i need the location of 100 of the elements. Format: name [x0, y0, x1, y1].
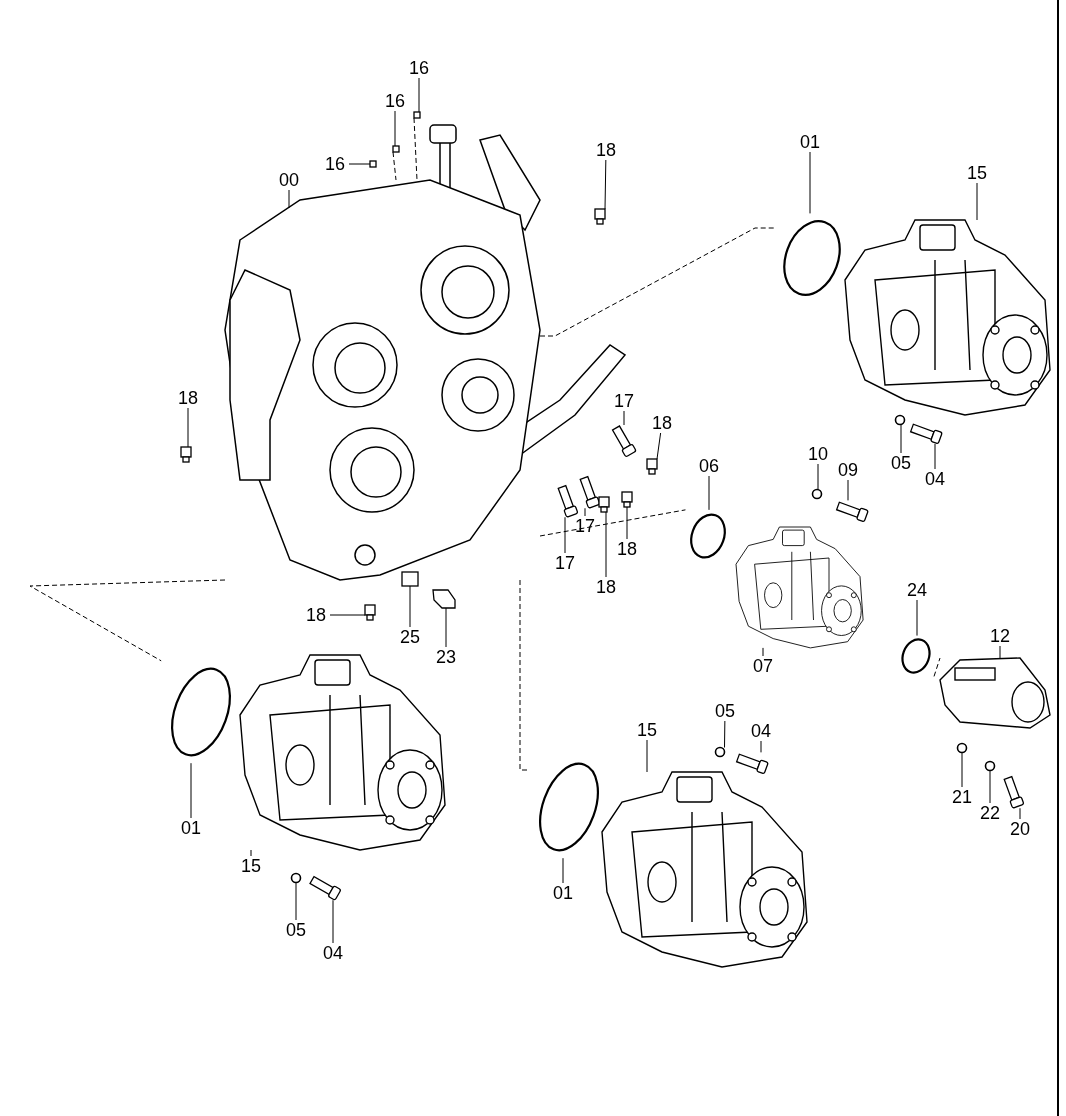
leader-line: [394, 110, 396, 147]
leader-line: [539, 227, 776, 337]
leader-line: [989, 770, 991, 804]
leader-line: [623, 410, 625, 426]
leader-line: [847, 479, 849, 501]
leader-line: [656, 432, 662, 460]
callout-number: 07: [749, 656, 777, 676]
hydraulic-pump-drawing: [735, 526, 864, 649]
o-ring-drawing: [901, 638, 931, 674]
leader-line: [916, 599, 918, 637]
callout-number: 17: [571, 516, 599, 536]
bolt-drawing: [579, 475, 601, 509]
washer-drawing: [956, 742, 968, 754]
o-ring-drawing: [171, 667, 231, 757]
bolt-drawing: [735, 753, 769, 775]
leader-line: [762, 647, 764, 657]
leader-line: [584, 507, 586, 517]
callout-number: 17: [610, 391, 638, 411]
callout-number: 18: [302, 605, 330, 625]
callout-number: 16: [405, 58, 433, 78]
leader-line: [250, 849, 252, 857]
leader-line: [562, 857, 564, 884]
fitting-drawing: [180, 446, 192, 463]
plug-drawing: [413, 111, 421, 119]
plug-drawing: [392, 145, 400, 153]
callout-number: 01: [796, 132, 824, 152]
leader-line: [392, 151, 397, 181]
bolt-drawing: [835, 501, 869, 523]
o-ring-drawing: [783, 220, 841, 296]
leader-line: [646, 739, 648, 773]
leader-line: [605, 511, 607, 578]
callout-number: 17: [551, 553, 579, 573]
leader-line: [817, 463, 819, 490]
leader-line: [564, 516, 566, 554]
callout-number: 05: [887, 453, 915, 473]
leader-line: [190, 762, 192, 819]
washer-drawing: [290, 872, 302, 884]
washer-drawing: [984, 760, 996, 772]
bolt-drawing: [1003, 775, 1025, 809]
leader-line: [708, 475, 710, 511]
fitting-drawing: [364, 604, 376, 621]
callout-number: 24: [903, 580, 931, 600]
fitting-drawing: [598, 496, 610, 513]
callout-number: 23: [432, 647, 460, 667]
plug-drawing: [369, 160, 377, 168]
callout-number: 15: [633, 720, 661, 740]
leader-line: [329, 614, 366, 616]
bolt-drawing: [611, 425, 637, 458]
leader-line: [604, 159, 607, 210]
leader-line: [1019, 807, 1021, 820]
leader-line: [413, 117, 418, 181]
callout-number: 22: [976, 803, 1004, 823]
hydraulic-pump-drawing: [601, 771, 808, 968]
callout-number: 18: [613, 539, 641, 559]
callout-number: 18: [592, 140, 620, 160]
washer-drawing: [894, 414, 906, 426]
callout-number: 15: [237, 856, 265, 876]
callout-number: 20: [1006, 819, 1034, 839]
leader-line: [348, 163, 371, 165]
callout-number: 04: [319, 943, 347, 963]
callout-number: 01: [549, 883, 577, 903]
elbow-fitting-drawing: [432, 589, 456, 609]
leader-line: [933, 657, 941, 677]
callout-number: 18: [174, 388, 202, 408]
callout-number: 18: [592, 577, 620, 597]
callout-number: 16: [381, 91, 409, 111]
bolt-drawing: [309, 875, 342, 901]
callout-number: 09: [834, 460, 862, 480]
hydraulic-pump-drawing: [844, 219, 1051, 416]
callout-number: 25: [396, 627, 424, 647]
leader-line: [626, 506, 628, 540]
washer-drawing: [811, 488, 823, 500]
callout-number: 15: [963, 163, 991, 183]
leader-line: [724, 720, 726, 748]
plug-drawing: [401, 571, 419, 587]
leader-line: [288, 189, 290, 209]
callout-number: 04: [921, 469, 949, 489]
leader-line: [999, 645, 1001, 659]
callout-number: 21: [948, 787, 976, 807]
leader-line: [809, 151, 811, 214]
leader-line: [976, 182, 978, 221]
callout-number: 00: [275, 170, 303, 190]
o-ring-drawing: [690, 513, 726, 559]
gear-pump-drawing: [939, 657, 1051, 729]
leader-line: [295, 882, 297, 921]
callout-number: 06: [695, 456, 723, 476]
leader-line: [934, 443, 936, 470]
leader-line: [445, 607, 447, 648]
callout-number: 10: [804, 444, 832, 464]
callout-number: 18: [648, 413, 676, 433]
callout-number: 01: [177, 818, 205, 838]
washer-drawing: [714, 746, 726, 758]
leader-line: [418, 77, 420, 113]
fitting-drawing: [621, 491, 633, 508]
callout-number: 04: [747, 721, 775, 741]
leader-line: [961, 752, 963, 788]
leader-line: [539, 509, 686, 537]
callout-number: 12: [986, 626, 1014, 646]
leader-line: [29, 579, 226, 662]
bolt-drawing: [557, 484, 579, 518]
